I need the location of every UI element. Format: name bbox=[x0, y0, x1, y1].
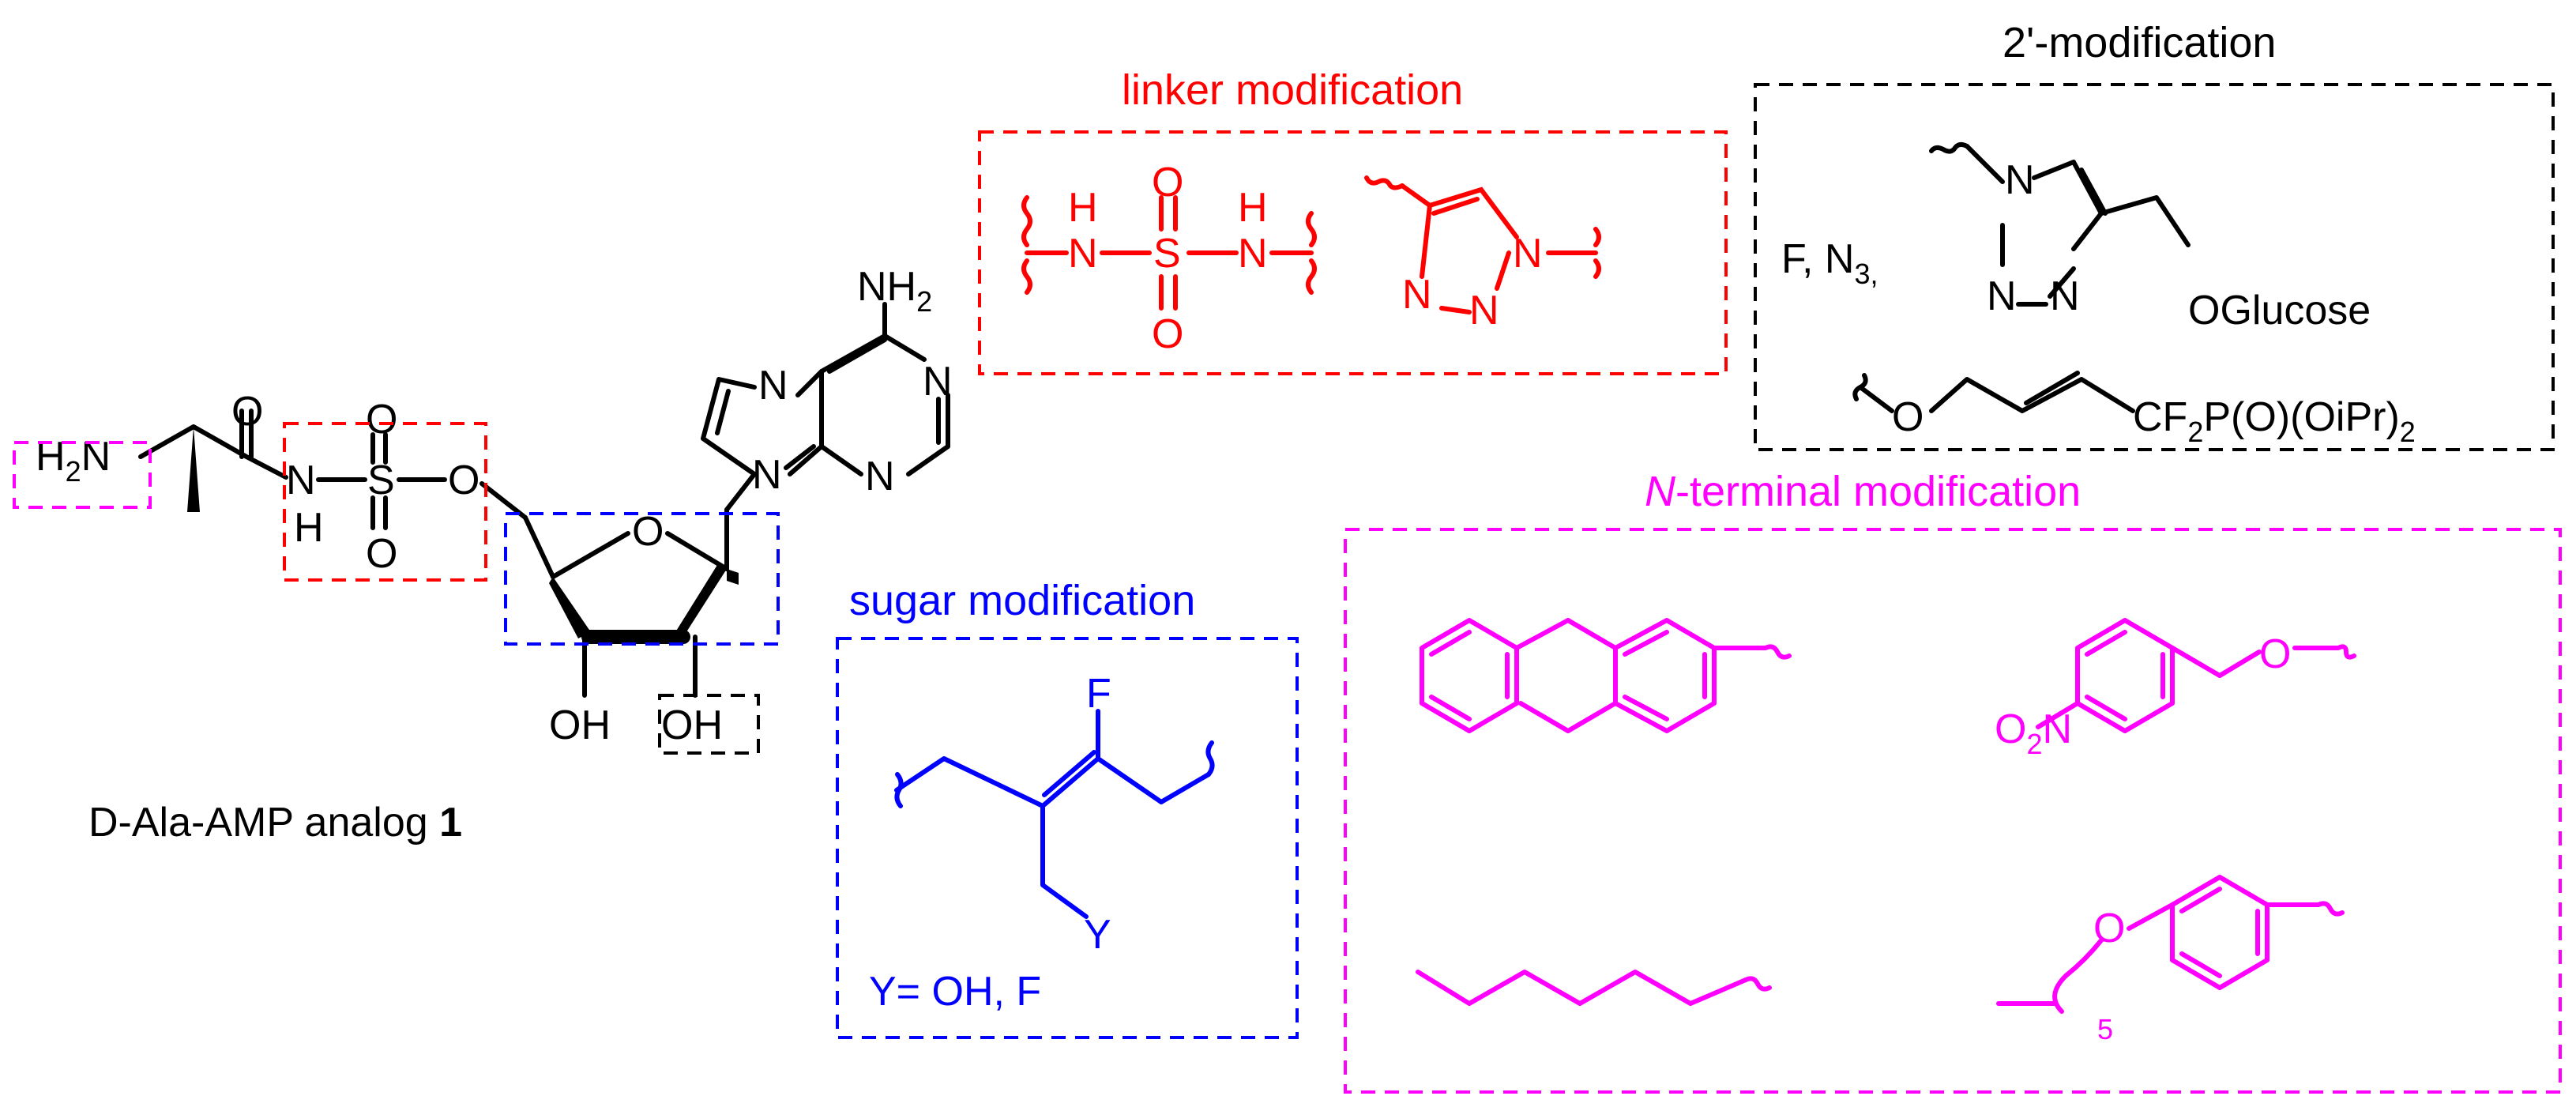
linker-modification-panel: linker modification N H S O O N H N N N bbox=[978, 66, 1728, 375]
two-prime-modification-panel: 2'-modification F, N3, N N N OGlucose O … bbox=[1754, 19, 2555, 451]
triazole-bonds bbox=[1364, 175, 1601, 314]
sulfonyl-o-bottom: O bbox=[366, 531, 397, 577]
two-prime-title: 2'-modification bbox=[2003, 19, 2276, 66]
triazole-n1: N bbox=[1513, 231, 1543, 277]
sugar-title: sugar modification bbox=[849, 577, 1195, 624]
two-prime-triazole-n3: N bbox=[1987, 273, 2017, 319]
oh-2-label: OH bbox=[661, 702, 723, 748]
f-n3-label: F, N3, bbox=[1781, 236, 1878, 290]
two-prime-triazole-bonds bbox=[1929, 141, 2191, 307]
n-terminal-modification-panel: N-terminal modification bbox=[1344, 468, 2562, 1094]
sulfamide-bonds bbox=[1021, 195, 1317, 311]
ester-o-label: O bbox=[448, 458, 479, 503]
y-values-label: Y= OH, F bbox=[869, 969, 1041, 1015]
adenine-n1-label: N bbox=[923, 359, 953, 405]
triazole-n2: N bbox=[1469, 288, 1499, 333]
alanine-bonds bbox=[138, 409, 288, 480]
sulfamide-n1: N bbox=[1068, 231, 1098, 277]
carbonyl-o-label: O bbox=[231, 389, 263, 435]
linker-title: linker modification bbox=[1122, 66, 1463, 114]
adenine-n3-label: N bbox=[865, 454, 895, 499]
two-prime-triazole-n2: N bbox=[2050, 273, 2080, 319]
two-prime-box bbox=[1754, 83, 2555, 451]
o-ch2-bond bbox=[479, 481, 528, 520]
sugar-box bbox=[836, 637, 1299, 1039]
n-terminal-highlight-box bbox=[13, 441, 152, 509]
ring-o-label: O bbox=[632, 509, 664, 555]
allyl-o-label: O bbox=[1892, 394, 1924, 440]
sugar-analog-bonds bbox=[894, 709, 1215, 919]
sulfamide-h2: H bbox=[1238, 185, 1268, 231]
adenine-bonds bbox=[701, 302, 950, 512]
triazole-n3: N bbox=[1402, 272, 1432, 318]
n-terminal-box bbox=[1344, 528, 2562, 1094]
methyl-wedge bbox=[187, 427, 200, 512]
sulfamide-o-top: O bbox=[1152, 160, 1183, 205]
cf2-phosphonate-label: CF2P(O)(OiPr)2 bbox=[2133, 394, 2416, 448]
sulfamide-h1: H bbox=[1068, 185, 1098, 231]
phenoxy-o-label: O bbox=[2093, 906, 2125, 951]
s-o-double-bonds bbox=[370, 432, 388, 530]
linker-box bbox=[978, 130, 1728, 375]
adenine-n9-label: N bbox=[752, 452, 782, 498]
sugar-y-label: Y bbox=[1084, 912, 1111, 958]
sulfamide-o-bottom: O bbox=[1152, 311, 1183, 357]
sugar-modification-panel: sugar modification F Y Y= OH, F bbox=[836, 577, 1299, 1039]
sulfamide-n2: N bbox=[1238, 231, 1268, 277]
sulfamide-s: S bbox=[1153, 231, 1181, 277]
benzyl-o-label: O bbox=[2259, 631, 2291, 677]
n-terminal-title: N-terminal modification bbox=[1645, 468, 2081, 515]
o2n-label: O2N bbox=[1995, 706, 2072, 760]
linker-highlight-box bbox=[283, 422, 487, 582]
adenine-n7-label: N bbox=[758, 363, 788, 409]
compound-name: D-Ala-AMP analog 1 bbox=[88, 800, 462, 845]
two-prime-highlight-box bbox=[658, 694, 760, 755]
sulfamate-nh-h: H bbox=[294, 505, 324, 551]
repeat-count-label: 5 bbox=[2097, 1013, 2113, 1045]
nh2-label: NH2 bbox=[857, 264, 932, 318]
oglucose-label: OGlucose bbox=[2188, 288, 2371, 333]
sugar-f-label: F bbox=[1086, 671, 1111, 717]
sugar-highlight-box bbox=[504, 512, 780, 646]
two-prime-triazole-n1: N bbox=[2005, 157, 2035, 203]
allyl-chain-bonds bbox=[1852, 371, 2135, 413]
ribose-ring bbox=[523, 507, 739, 698]
n-terminal-structures bbox=[1416, 618, 2356, 1014]
oh-3-label: OH bbox=[549, 702, 611, 748]
main-molecule: H2N O N H S O O O O OH bbox=[36, 264, 953, 845]
sulfonyl-o-top: O bbox=[366, 397, 397, 443]
sulfamate-nh-n: N bbox=[286, 458, 316, 503]
